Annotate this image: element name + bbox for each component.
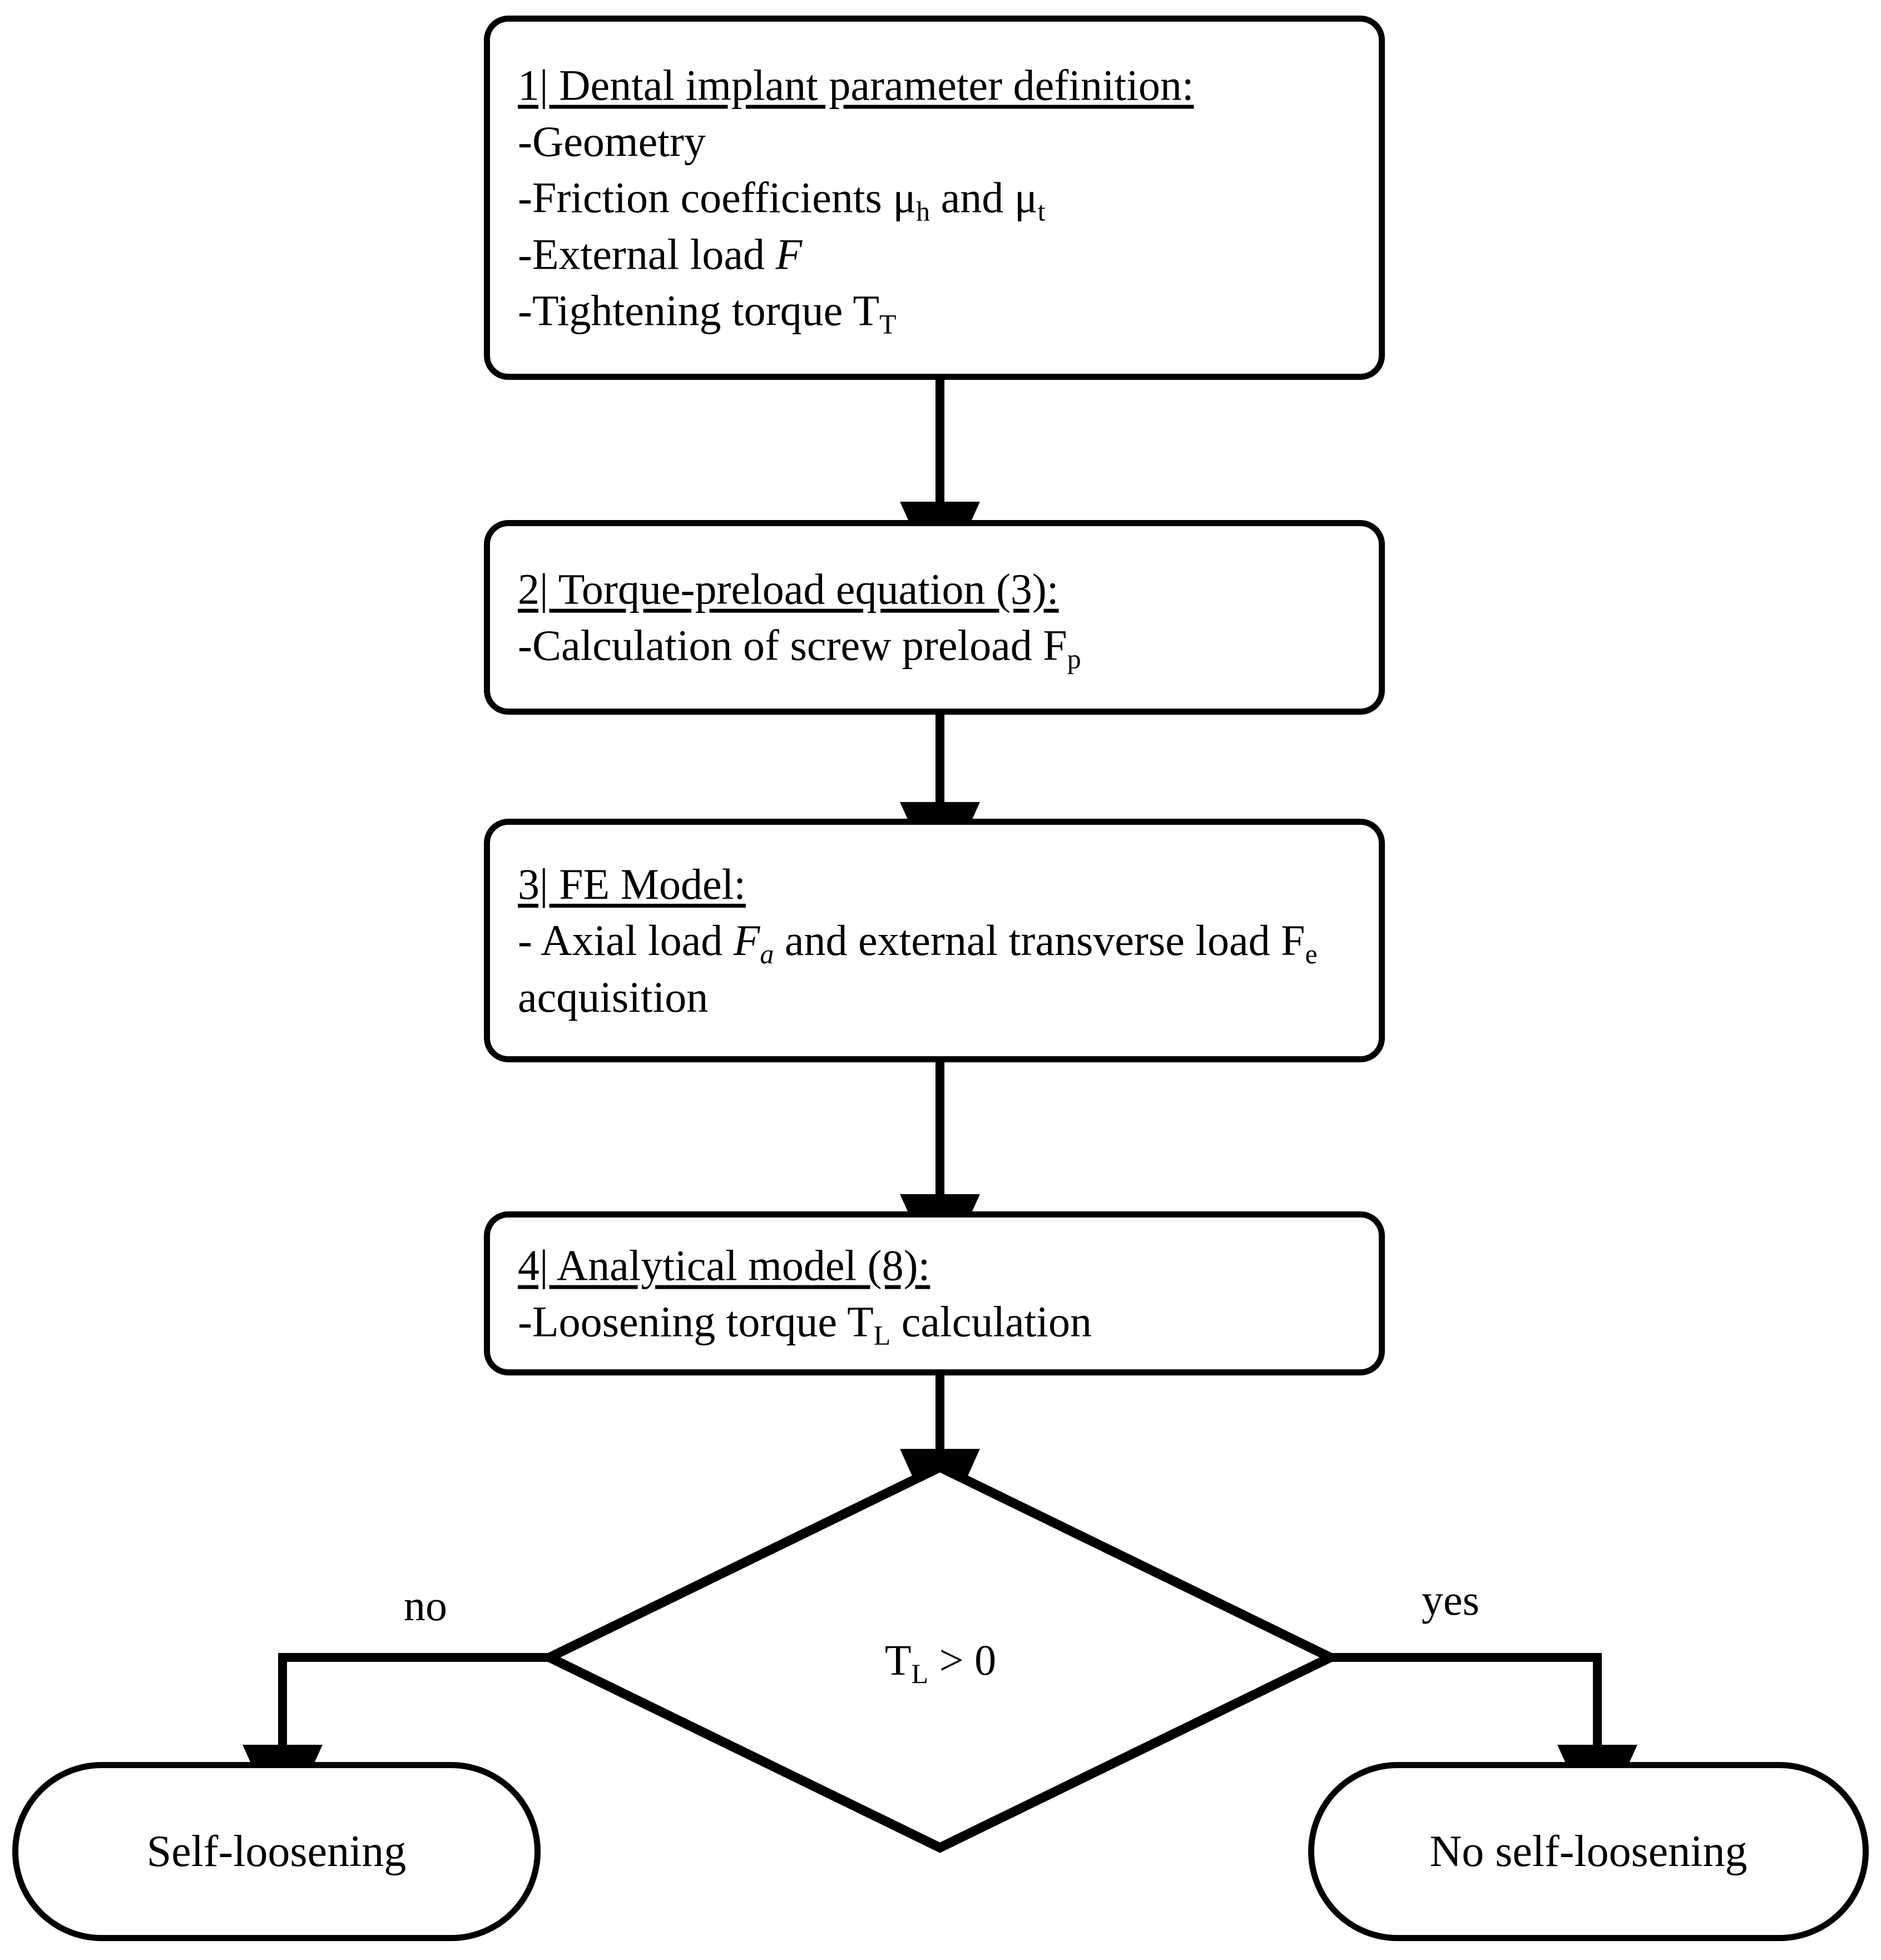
edge-label-yes: yes <box>1422 1576 1479 1624</box>
node-step2-body: 2| Torque-preload equation (3): -Calcula… <box>518 561 1360 674</box>
decision-symbol: T <box>884 1636 912 1684</box>
node-step4-heading: 4| Analytical model (8): <box>518 1241 930 1290</box>
outcome-no-self-loosening-label: No self-loosening <box>1429 1827 1748 1876</box>
axial-load-sub: a <box>760 939 774 970</box>
preload-sub: p <box>1067 644 1081 675</box>
node-step2-bullet-preload: -Calculation of screw preload Fp <box>518 617 1360 674</box>
acquisition-text: acquisition <box>518 972 709 1021</box>
decision-label: TL > 0 <box>0 1635 1881 1687</box>
node-step1[interactable]: 1| Dental implant parameter definition: … <box>484 16 1385 380</box>
transverse-load-text: and external transverse load F <box>774 916 1305 965</box>
node-step3-bullet-loads: - Axial load Fa and external transverse … <box>518 912 1360 1025</box>
node-outcome-self-loosening[interactable]: Self-loosening <box>12 1762 541 1941</box>
node-step2-heading: 2| Torque-preload equation (3): <box>518 565 1059 613</box>
preload-text: -Calculation of screw preload F <box>518 621 1067 670</box>
axial-load-text: - Axial load <box>518 916 734 965</box>
node-step4[interactable]: 4| Analytical model (8): -Loosening torq… <box>484 1211 1385 1375</box>
decision-diamond <box>538 1462 1342 1853</box>
tightening-torque-text: -Tightening torque T <box>518 286 880 335</box>
node-step4-body: 4| Analytical model (8): -Loosening torq… <box>518 1237 1360 1350</box>
tightening-torque-sub: T <box>879 309 897 340</box>
node-outcome-no-self-loosening[interactable]: No self-loosening <box>1308 1762 1869 1941</box>
friction-sub-h: h <box>916 196 930 227</box>
node-step1-bullet-external-load: -External load F <box>518 226 1360 282</box>
node-step2[interactable]: 2| Torque-preload equation (3): -Calcula… <box>484 520 1385 715</box>
friction-sub-t: t <box>1037 196 1046 227</box>
external-load-text: -External load <box>518 230 776 279</box>
external-load-symbol: F <box>775 230 803 279</box>
loosening-torque-text: -Loosening torque T <box>518 1297 874 1346</box>
node-step1-bullet-tightening-torque: -Tightening torque TT <box>518 283 1360 339</box>
node-step1-bullet-friction: -Friction coefficients μh and μt <box>518 170 1360 226</box>
friction-and: and μ <box>930 173 1038 222</box>
loosening-calc-text: calculation <box>890 1297 1092 1346</box>
node-step4-bullet-loosening-torque: -Loosening torque TL calculation <box>518 1294 1360 1350</box>
connector-decision-no <box>242 1653 550 1834</box>
decision-comparison: > 0 <box>928 1636 997 1684</box>
outcome-self-loosening-label: Self-loosening <box>146 1827 407 1876</box>
decision-symbol-sub: L <box>911 1658 929 1689</box>
edge-label-no: no <box>404 1581 447 1630</box>
loosening-torque-sub: L <box>873 1320 891 1351</box>
node-step3[interactable]: 3| FE Model: - Axial load Fa and externa… <box>484 819 1385 1062</box>
transverse-load-sub: e <box>1305 939 1318 970</box>
connector-decision-yes <box>1330 1653 1637 1834</box>
node-step1-bullet-geometry: -Geometry <box>518 117 706 166</box>
node-step1-body: 1| Dental implant parameter definition: … <box>518 57 1360 339</box>
node-step3-heading: 3| FE Model: <box>518 859 746 908</box>
axial-load-symbol: F <box>733 916 760 965</box>
node-step1-heading: 1| Dental implant parameter definition: <box>518 61 1194 110</box>
friction-text: -Friction coefficients μ <box>518 173 917 222</box>
node-step3-body: 3| FE Model: - Axial load Fa and externa… <box>518 856 1360 1025</box>
